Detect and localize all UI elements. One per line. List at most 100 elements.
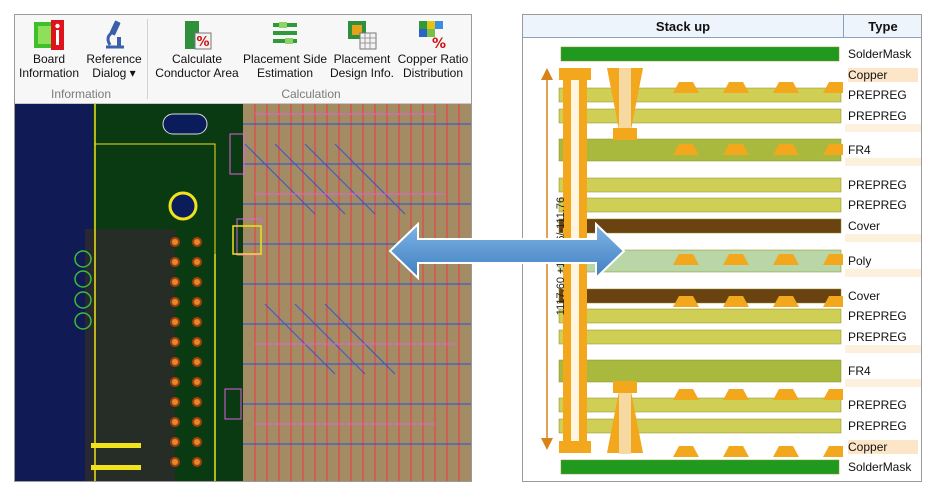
trace-cross-section (673, 82, 699, 93)
svg-text:%: % (196, 35, 209, 50)
dimension-arrow-top (541, 68, 553, 80)
placement-design-info-button[interactable]: Placement Design Info. (327, 17, 397, 85)
through-hole-pad-bottom (559, 441, 591, 453)
layer-bar-soldermask (560, 46, 840, 62)
trace-cross-section (723, 144, 749, 155)
header-divider (843, 15, 844, 37)
layer-type-prepreg[interactable]: PREPREG (848, 419, 907, 433)
layer-type-cover[interactable]: Cover (848, 289, 881, 303)
placement-side-estimation-button[interactable]: Placement Side Estimation (243, 17, 327, 85)
group-label-information: Information (50, 87, 112, 101)
reference-dialog-label-2: Dialog ▾ (92, 66, 136, 80)
group-label-calculation: Calculation (281, 87, 341, 101)
layer-bar-prepreg (558, 197, 842, 213)
layer-bar-prepreg (558, 108, 842, 124)
layer-type-copper[interactable]: Copper (848, 440, 918, 454)
calculate-conductor-area-label-1: Calculate (171, 52, 223, 66)
type-row-spacer (845, 345, 921, 353)
reference-dialog-button[interactable]: Reference Dialog ▾ (83, 17, 145, 85)
trace-cross-section (773, 144, 799, 155)
type-row-spacer (845, 124, 921, 132)
type-column-header[interactable]: Type (868, 19, 898, 34)
board-view-window: Board Information Reference Dialog ▾ % C… (14, 14, 472, 482)
copper-ratio-distribution-button[interactable]: % Copper Ratio Distribution (397, 17, 469, 85)
layer-bar-prepreg (558, 177, 842, 193)
board-information-icon (33, 19, 65, 51)
trace-cross-section (673, 254, 699, 265)
layer-bar-fr4 (558, 138, 842, 162)
layer-type-soldermask[interactable]: SolderMask (848, 47, 912, 61)
layer-bar-cover (558, 218, 842, 234)
placement-design-info-icon (346, 19, 378, 51)
trace-cross-section (673, 296, 699, 307)
layer-type-prepreg[interactable]: PREPREG (848, 330, 907, 344)
board-information-label-1: Board (32, 52, 66, 66)
trace-cross-section (723, 389, 749, 400)
conductor-area-icon: % (181, 19, 213, 51)
trace-cross-section (773, 82, 799, 93)
trace-cross-section (773, 254, 799, 265)
layer-type-prepreg[interactable]: PREPREG (848, 88, 907, 102)
layer-type-prepreg[interactable]: PREPREG (848, 309, 907, 323)
stackup-table-header: Stack up Type (523, 15, 921, 38)
layer-type-cover[interactable]: Cover (848, 219, 881, 233)
double-arrow-icon (388, 222, 626, 280)
placement-design-info-label-2: Design Info. (329, 66, 395, 80)
trace-cross-section (773, 389, 799, 400)
copper-ratio-distribution-label-2: Distribution (402, 66, 464, 80)
through-hole-pad-top (559, 68, 591, 80)
microvia-top-core (619, 68, 631, 134)
type-row-spacer (845, 379, 921, 387)
group-separator (147, 19, 148, 99)
trace-cross-section (723, 446, 749, 457)
layer-type-prepreg[interactable]: PREPREG (848, 398, 907, 412)
trace-cross-section (773, 296, 799, 307)
type-row-spacer (845, 269, 921, 277)
pcb-layout-canvas[interactable] (15, 104, 471, 481)
trace-cross-section (823, 144, 843, 155)
layer-bar-prepreg (558, 329, 842, 345)
trace-cross-section (723, 82, 749, 93)
ribbon-toolbar: Board Information Reference Dialog ▾ % C… (15, 15, 471, 104)
microvia-bottom-pad (613, 381, 637, 393)
layer-type-prepreg[interactable]: PREPREG (848, 198, 907, 212)
trace-cross-section (823, 82, 843, 93)
type-row-spacer (845, 234, 921, 242)
microvia-bottom-core (619, 388, 631, 454)
reference-dialog-label-1: Reference (86, 52, 142, 66)
layer-type-prepreg[interactable]: PREPREG (848, 178, 907, 192)
trace-cross-section (673, 144, 699, 155)
calculate-conductor-area-button[interactable]: % Calculate Conductor Area (151, 17, 243, 85)
trace-cross-section (823, 254, 843, 265)
stackup-column-header[interactable]: Stack up (655, 19, 711, 34)
dimension-arrow-bottom (541, 438, 553, 450)
trace-cross-section (673, 446, 699, 457)
layer-type-fr4[interactable]: FR4 (848, 143, 871, 157)
trace-cross-section (673, 389, 699, 400)
layer-bar-prepreg (558, 308, 842, 324)
layer-bar-prepreg (558, 87, 842, 103)
board-information-label-2: Information (18, 66, 80, 80)
trace-cross-section (823, 296, 843, 307)
copper-ratio-distribution-label-1: Copper Ratio (397, 52, 469, 66)
layer-bar-prepreg (558, 418, 842, 434)
placement-design-info-label-1: Placement (333, 52, 391, 66)
microvia-top-pad (613, 128, 637, 140)
calculate-conductor-area-label-2: Conductor Area (155, 66, 239, 80)
placement-side-estimation-label-2: Estimation (256, 66, 314, 80)
layer-bar-cover (558, 288, 842, 304)
type-row-spacer (845, 158, 921, 166)
copper-ratio-icon: % (417, 19, 449, 52)
layer-type-copper[interactable]: Copper (848, 68, 918, 82)
board-information-button[interactable]: Board Information (15, 17, 83, 85)
trace-cross-section (723, 254, 749, 265)
stackup-diagram (541, 46, 843, 475)
placement-side-estimation-label-1: Placement Side (243, 52, 328, 66)
trace-cross-section (823, 446, 843, 457)
trace-cross-section (773, 446, 799, 457)
layer-type-soldermask[interactable]: SolderMask (848, 460, 912, 474)
layer-type-fr4[interactable]: FR4 (848, 364, 871, 378)
layer-type-poly[interactable]: Poly (848, 254, 872, 268)
layer-type-prepreg[interactable]: PREPREG (848, 109, 907, 123)
layer-bar-prepreg (558, 397, 842, 413)
